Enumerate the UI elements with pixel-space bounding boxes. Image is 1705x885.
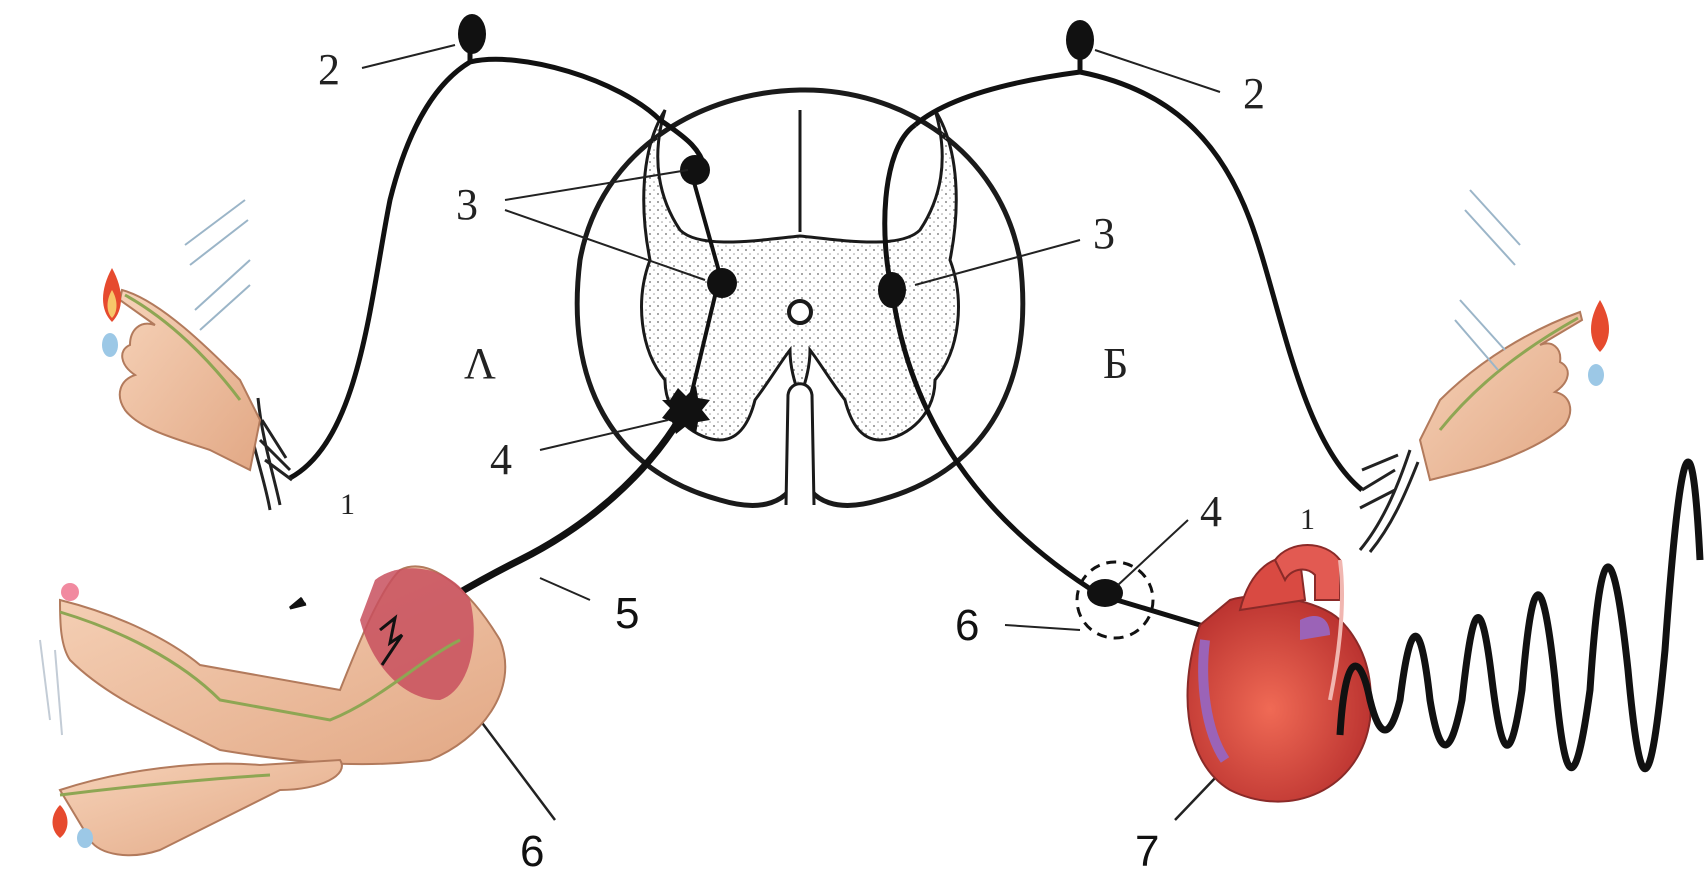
motion-lines-left	[185, 200, 250, 330]
label-receptor-left: 1	[340, 490, 355, 520]
anterior-fissure	[786, 384, 814, 505]
label-effector-muscle: 6	[520, 830, 544, 874]
afferent-ganglion-right	[1066, 20, 1094, 60]
motion-lines-lower	[40, 640, 62, 735]
receptor-ending-right	[1360, 450, 1418, 552]
label-efferent-fiber: 5	[615, 592, 639, 636]
motion-lines-right	[1455, 190, 1520, 370]
label-motor-neuron-left: 4	[490, 438, 512, 482]
label-side-right: Б	[1103, 342, 1128, 386]
label-heart: 7	[1135, 830, 1159, 874]
label-side-left: Λ	[464, 342, 496, 386]
label-receptor-right: 1	[1300, 505, 1315, 535]
afferent-ganglion-left	[458, 14, 486, 54]
spinal-cord-icon	[577, 90, 1023, 505]
heart-icon	[1188, 545, 1371, 802]
label-afferent-ganglion-left: 2	[318, 48, 340, 92]
hand-icon	[120, 290, 260, 470]
hand-icon-right	[1420, 300, 1609, 480]
label-effector-ganglion: 6	[955, 604, 979, 648]
heartbeat-wave	[1340, 462, 1700, 769]
label-interneuron-left: 3	[456, 183, 478, 227]
arm-icon	[53, 566, 506, 855]
autonomic-ganglion-right	[1087, 579, 1123, 607]
label-interneuron-right: 3	[1093, 212, 1115, 256]
interneuron-right	[878, 272, 906, 308]
label-ganglion-right: 4	[1200, 490, 1222, 534]
flame-icon	[102, 268, 121, 357]
interneuron-lower-left	[707, 268, 737, 298]
central-canal	[789, 301, 811, 323]
label-afferent-ganglion-right: 2	[1243, 72, 1265, 116]
